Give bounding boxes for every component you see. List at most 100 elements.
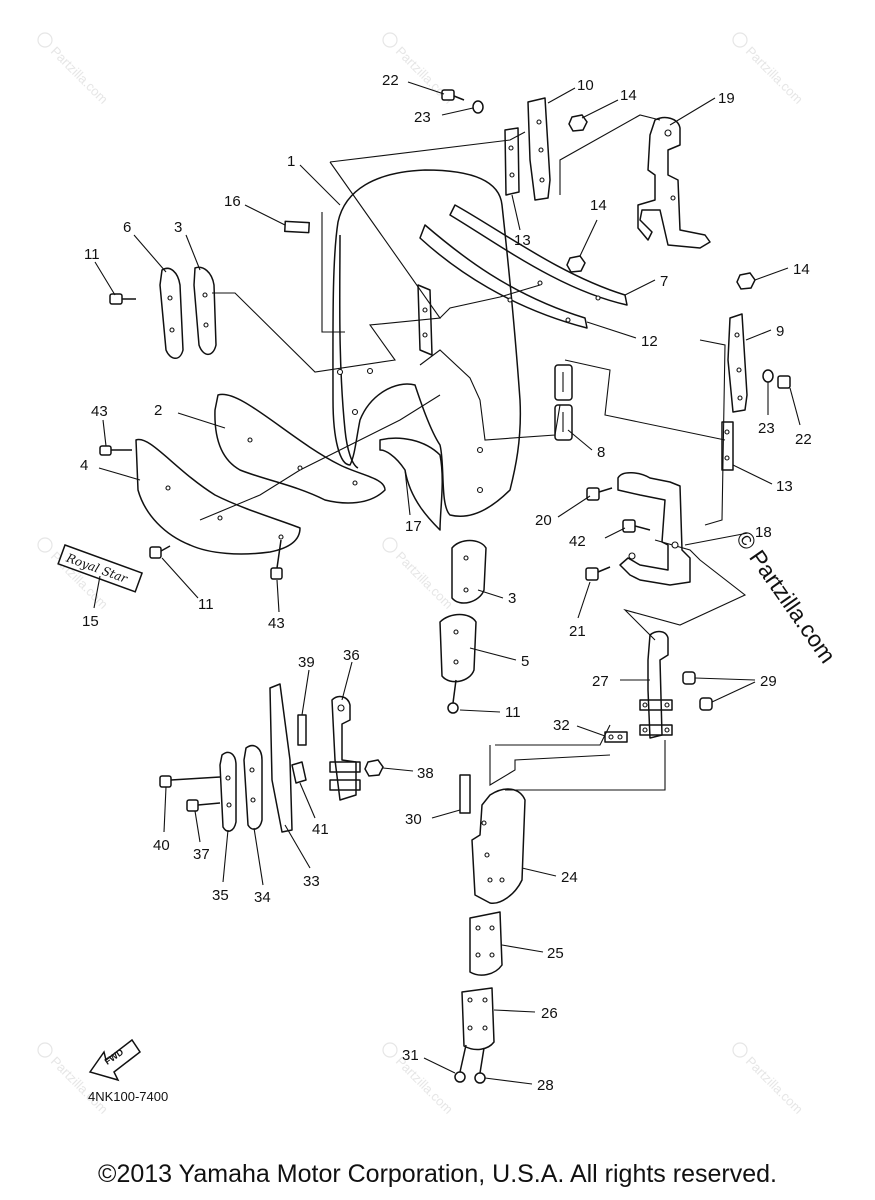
shim-plate-3-upper [193, 266, 217, 356]
svg-text:Partzilla.com: Partzilla.com [743, 1054, 806, 1117]
bolt-11-upper [109, 293, 136, 305]
bracket-8 [554, 364, 573, 441]
bolt-28 [474, 1047, 486, 1084]
callout-4: 4 [80, 457, 88, 474]
nut-14-b [566, 255, 586, 273]
callout-22: 22 [382, 72, 399, 89]
callout-35: 35 [212, 887, 229, 904]
callout-2: 2 [154, 402, 162, 419]
bolt-21 [585, 566, 611, 581]
callout-11: 11 [505, 704, 521, 721]
plate-33 [269, 683, 293, 833]
bracket-10 [527, 97, 551, 201]
callout-33: 33 [303, 873, 320, 890]
plate-39 [297, 714, 307, 746]
callout-24: 24 [561, 869, 578, 886]
callout-9: 9 [776, 323, 784, 340]
callout-10: 10 [577, 77, 594, 94]
shim-26 [461, 987, 495, 1051]
watermark: Partzilla.com [382, 537, 456, 612]
callout-25: 25 [547, 945, 564, 962]
partzilla-side-watermark: © Partzilla.com [731, 526, 841, 668]
bracket-27 [639, 630, 673, 739]
windshield [332, 169, 522, 517]
cowl-panel-2 [214, 393, 386, 504]
callout-32: 32 [553, 717, 570, 734]
label-plate-16 [284, 220, 310, 234]
callout-26: 26 [541, 1005, 558, 1022]
cowl-panel-4 [135, 438, 301, 555]
bolt-20 [586, 487, 613, 501]
washer-23-right [762, 369, 774, 383]
callout-11: 11 [198, 596, 214, 613]
nut-14-c [736, 272, 756, 290]
callout-17: 17 [405, 518, 422, 535]
copyright-notice: ©2013 Yamaha Motor Corporation, U.S.A. A… [98, 1160, 777, 1188]
bolt-22-right [777, 375, 791, 389]
callout-29: 29 [760, 673, 777, 690]
callout-43: 43 [91, 403, 108, 420]
bracket-36 [329, 695, 361, 801]
lower-garnish-17 [379, 437, 443, 531]
callout-23: 23 [758, 420, 775, 437]
plate-35 [219, 751, 237, 832]
assembly-guide-lines [199, 114, 747, 791]
bolt-29-a [682, 671, 696, 685]
callout-labels: 1 2 3 3 4 5 6 7 8 9 10 11 11 11 12 13 13… [80, 72, 812, 1094]
callout-30: 30 [405, 811, 422, 828]
callout-21: 21 [569, 623, 586, 640]
watermark: Partzilla.com [732, 32, 806, 107]
bracket-13-upper [504, 127, 520, 196]
washer-23-upper [472, 100, 484, 114]
callout-20: 20 [535, 512, 552, 529]
callout-6: 6 [123, 219, 131, 236]
trim-strip-12 [419, 224, 588, 329]
callout-34: 34 [254, 889, 271, 906]
callout-43: 43 [268, 615, 285, 632]
svg-text:© Partzilla.com: © Partzilla.com [731, 526, 841, 668]
callout-13: 13 [776, 478, 793, 495]
nut-14-a [568, 114, 588, 132]
callout-42: 42 [569, 533, 586, 550]
shim-plate-5 [439, 613, 477, 683]
watermark: Partzilla.com [732, 1042, 806, 1117]
shim-plate-3-mid [451, 539, 487, 604]
bolt-43-lower [270, 539, 283, 580]
deflector-24 [471, 788, 526, 904]
bolt-11-left [149, 545, 171, 559]
plate-30 [459, 774, 471, 814]
callout-7: 7 [660, 273, 668, 290]
callout-28: 28 [537, 1077, 554, 1094]
diagram-code: 4NK100-7400 [88, 1089, 169, 1104]
fwd-arrow: FWD [88, 1038, 142, 1082]
bolt-40 [159, 775, 221, 788]
callout-27: 27 [592, 673, 609, 690]
callout-12: 12 [641, 333, 658, 350]
bracket-9 [727, 313, 748, 413]
callout-14: 14 [590, 197, 607, 214]
callout-5: 5 [521, 653, 529, 670]
bolt-31 [454, 1044, 467, 1083]
svg-text:Partzilla.com: Partzilla.com [48, 44, 111, 107]
shim-25 [469, 911, 503, 976]
callout-14: 14 [793, 261, 810, 278]
bolt-43-upper [99, 445, 132, 456]
stay-19 [637, 116, 711, 249]
watermark: Partzilla.com [37, 32, 111, 107]
callout-13: 13 [514, 232, 531, 249]
bolt-29-b [699, 697, 713, 711]
windshield-inner-plate [417, 284, 433, 356]
callout-18: 18 [755, 524, 772, 541]
bolt-22-upper [441, 89, 465, 101]
trim-strip-7 [449, 204, 628, 306]
bolt-11-mid [447, 679, 459, 714]
svg-text:Partzilla.com: Partzilla.com [743, 44, 806, 107]
bolt-37 [186, 799, 221, 812]
callout-3: 3 [174, 219, 182, 236]
leader-lines [93, 81, 801, 1085]
plate-34 [243, 744, 263, 830]
bracket-18 [617, 472, 691, 586]
callout-23: 23 [414, 109, 431, 126]
